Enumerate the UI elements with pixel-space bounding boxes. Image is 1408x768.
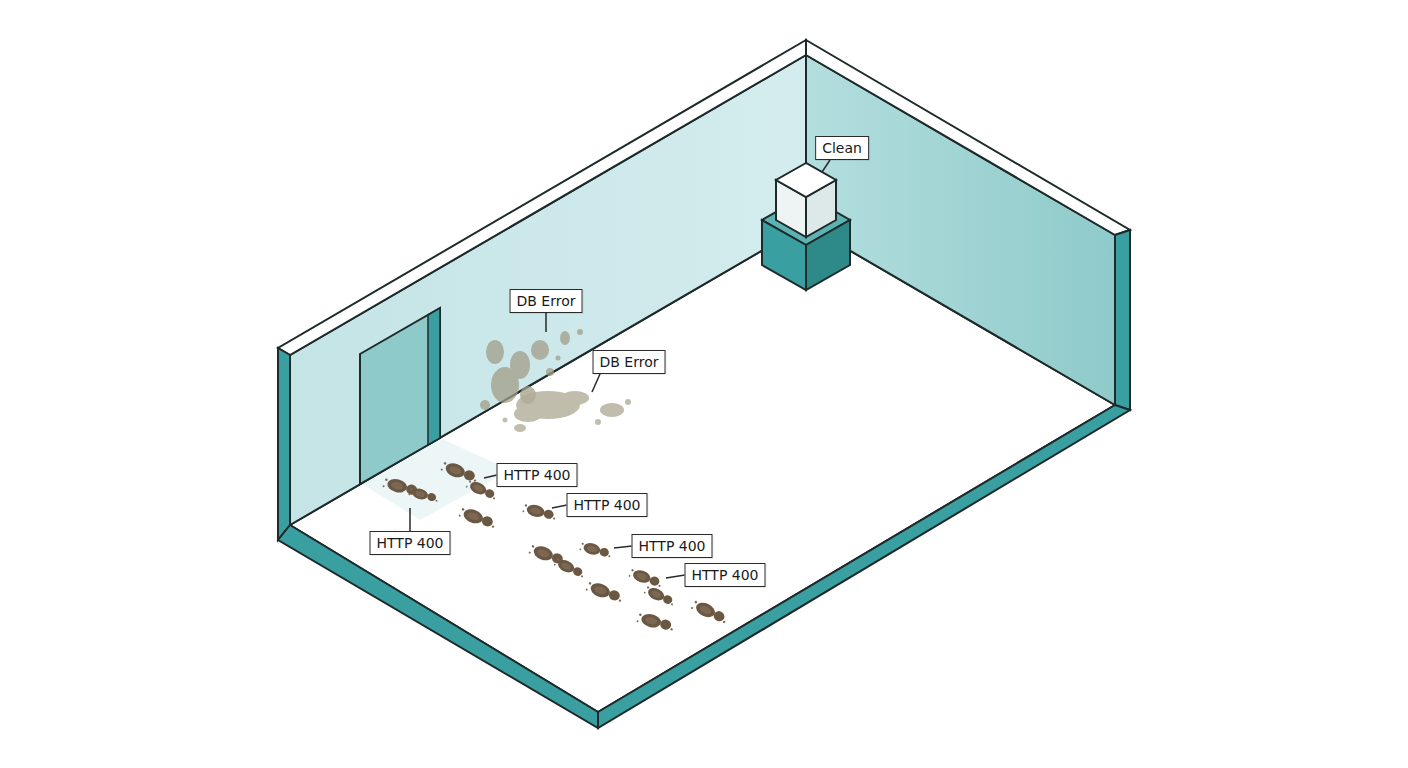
front-wall [598, 405, 1130, 728]
door-jamb [428, 308, 440, 445]
callout-label: Clean [815, 136, 869, 160]
wall-cap [278, 40, 806, 355]
front-wall [278, 525, 598, 728]
callout-label: DB Error [593, 350, 666, 374]
back-right-wall [806, 55, 1115, 405]
back-left-wall [290, 55, 806, 525]
wall-cap [806, 40, 1130, 235]
clean-cube [776, 163, 836, 197]
leader-lines [410, 160, 830, 578]
wall-end [278, 348, 290, 540]
callout-label: HTTP 400 [632, 534, 713, 558]
callout-label: HTTP 400 [370, 531, 451, 555]
wall-end [1115, 230, 1130, 410]
callout-label: DB Error [510, 289, 583, 313]
callout-label: HTTP 400 [685, 563, 766, 587]
callout-label: HTTP 400 [497, 463, 578, 487]
floor-stain [503, 391, 632, 432]
callout-label: HTTP 400 [567, 493, 648, 517]
door [360, 308, 440, 484]
